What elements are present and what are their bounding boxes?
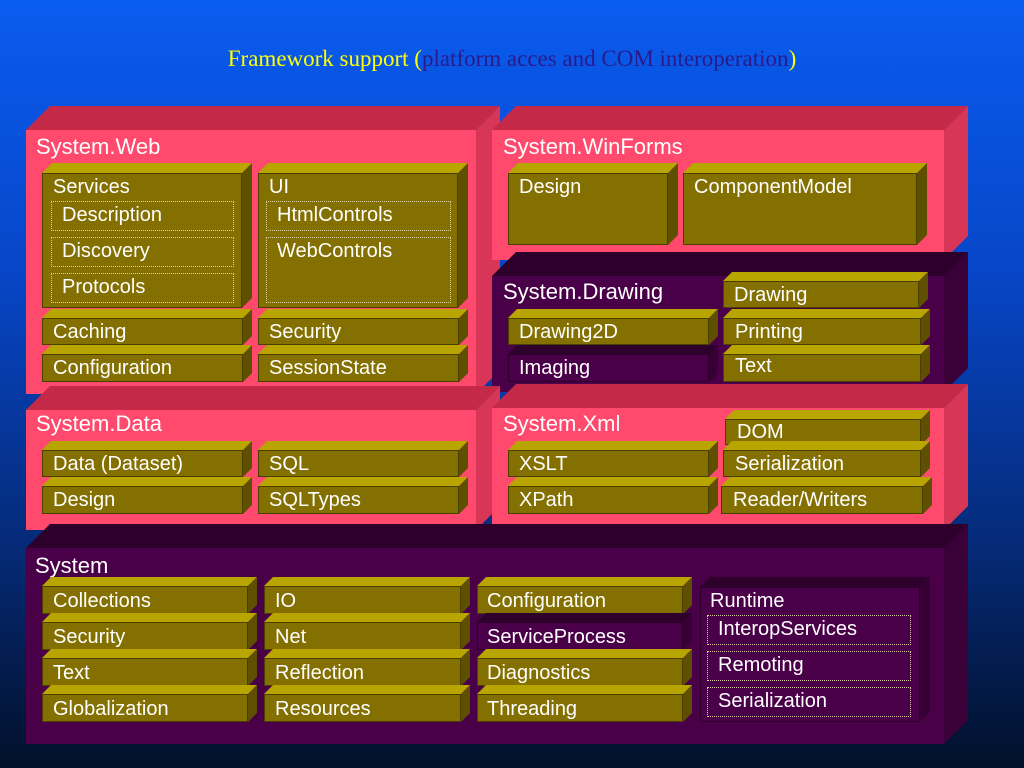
title-end: ) xyxy=(788,46,797,71)
box-design-data-label: Design xyxy=(53,489,116,511)
box-reflection xyxy=(264,649,470,686)
box-design-winforms-label: Design xyxy=(519,176,582,198)
box-io-label: IO xyxy=(275,590,297,612)
box-printing-label: Printing xyxy=(735,321,803,343)
box-componentmodel-label: ComponentModel xyxy=(694,176,852,198)
box-drawing2d-label: Drawing2D xyxy=(519,321,618,343)
box-printing xyxy=(723,309,930,345)
sub-remoting: Remoting xyxy=(707,651,911,681)
sub-webcontrols: WebControls xyxy=(266,237,451,303)
box-text-system-label: Text xyxy=(53,662,90,684)
box-security-system-label: Security xyxy=(53,626,126,648)
box-net-label: Net xyxy=(275,626,307,648)
box-threading-label: Threading xyxy=(487,698,578,720)
sub-interopservices: InteropServices xyxy=(707,615,911,645)
box-reader-writers xyxy=(721,477,932,514)
box-globalization xyxy=(42,685,257,722)
box-configuration-system-label: Configuration xyxy=(487,590,606,612)
box-collections-label: Collections xyxy=(53,590,151,612)
box-ui xyxy=(258,163,468,308)
panel-label-system-data: System.Data xyxy=(36,411,162,436)
box-sessionstate xyxy=(258,345,468,382)
panel-label-system: System xyxy=(35,553,109,578)
box-xpath-label: XPath xyxy=(519,489,574,511)
box-security-web xyxy=(258,309,468,345)
box-serialization-xml-label: Serialization xyxy=(735,453,844,475)
box-reflection-label: Reflection xyxy=(275,662,364,684)
box-configuration-system xyxy=(477,577,692,614)
box-threading xyxy=(477,685,692,722)
box-caching xyxy=(42,309,252,345)
box-services xyxy=(42,163,252,308)
sub-description: Description xyxy=(51,201,234,231)
box-drawing-label: Drawing xyxy=(734,284,808,306)
box-imaging xyxy=(508,345,718,382)
box-design-data xyxy=(42,477,252,514)
box-runtime-label: Runtime xyxy=(710,590,785,612)
box-xpath xyxy=(508,477,718,514)
sub-serialization-runtime: Serialization xyxy=(707,687,911,717)
box-ui-label: UI xyxy=(269,176,289,198)
box-imaging-label: Imaging xyxy=(519,357,591,379)
box-caching-label: Caching xyxy=(53,321,127,343)
box-serviceprocess-label: ServiceProcess xyxy=(487,626,626,648)
box-resources xyxy=(264,685,470,722)
box-text-drawing-label: Text xyxy=(735,355,772,377)
box-globalization-label: Globalization xyxy=(53,698,169,720)
box-collections xyxy=(42,577,257,614)
title-main: Framework support ( xyxy=(227,46,422,71)
sub-discovery: Discovery xyxy=(51,237,234,267)
panel-label-system-drawing: System.Drawing xyxy=(503,279,664,304)
box-sessionstate-label: SessionState xyxy=(269,357,387,379)
box-configuration-web-label: Configuration xyxy=(53,357,172,379)
box-drawing2d xyxy=(508,309,718,345)
box-drawing xyxy=(723,272,928,308)
box-sql-label: SQL xyxy=(269,453,310,475)
box-sqltypes-label: SQLTypes xyxy=(269,489,361,511)
box-configuration-web xyxy=(42,345,252,382)
box-xslt-label: XSLT xyxy=(519,453,568,475)
box-dataset xyxy=(42,441,252,477)
box-dom-label: DOM xyxy=(737,421,784,443)
box-serviceprocess xyxy=(477,613,692,650)
box-diagnostics-label: Diagnostics xyxy=(487,662,591,684)
box-componentmodel xyxy=(683,163,927,245)
slide-title: Framework support (platform acces and CO… xyxy=(0,46,1024,72)
panel-label-system-web: System.Web xyxy=(36,134,161,159)
box-text-drawing xyxy=(723,345,930,382)
box-runtime xyxy=(700,577,930,722)
box-sql xyxy=(258,441,468,477)
box-diagnostics xyxy=(477,649,692,686)
box-dataset-label: Data (Dataset) xyxy=(53,453,184,475)
box-security-web-label: Security xyxy=(269,321,342,343)
box-serialization-xml xyxy=(723,441,930,477)
box-resources-label: Resources xyxy=(275,698,371,720)
box-services-label: Services xyxy=(53,176,130,198)
panel-label-system-winforms: System.WinForms xyxy=(503,134,683,159)
box-xslt xyxy=(508,441,718,477)
box-design-winforms xyxy=(508,163,678,245)
box-reader-writers-label: Reader/Writers xyxy=(733,489,868,511)
panel-label-system-xml: System.Xml xyxy=(503,411,621,436)
title-subtitle: platform acces and COM interoperation xyxy=(421,46,789,71)
box-sqltypes xyxy=(258,477,468,514)
sub-protocols: Protocols xyxy=(51,273,234,303)
sub-htmlcontrols: HtmlControls xyxy=(266,201,451,231)
